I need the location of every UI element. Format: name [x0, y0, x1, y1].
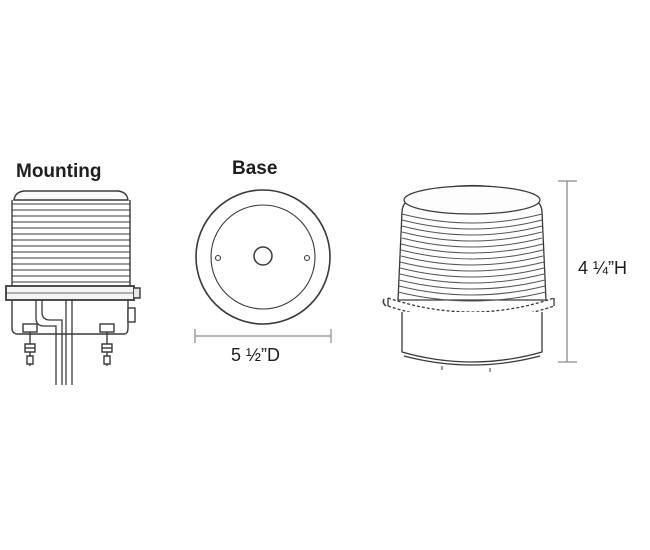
mounting-side-knob — [134, 287, 141, 299]
lens-top — [403, 185, 541, 215]
product-view — [382, 184, 555, 372]
mounting-bolt-left — [22, 323, 38, 366]
base-view — [195, 189, 331, 325]
height-label: 4 ¼”H — [578, 258, 628, 278]
base-bolt-hole-right — [303, 254, 311, 262]
base-bolt-hole-left — [214, 254, 222, 262]
mounting-lens-ribs — [12, 203, 130, 283]
mounting-wires — [35, 300, 73, 385]
base-center-hole — [253, 246, 273, 266]
base-outer-ring — [195, 189, 331, 325]
diameter-label: 5 ½”D — [231, 345, 281, 365]
mounting-bolt-right — [99, 323, 115, 366]
height-dimension — [558, 180, 577, 363]
base-inner-ring — [210, 204, 316, 310]
lens-ribs — [397, 213, 547, 302]
product-base — [401, 312, 543, 363]
mounting-view — [5, 190, 141, 385]
diameter-dimension — [194, 329, 332, 343]
base-title: Base — [232, 158, 278, 179]
mounting-housing — [11, 300, 129, 335]
mounting-title: Mounting — [16, 161, 102, 182]
